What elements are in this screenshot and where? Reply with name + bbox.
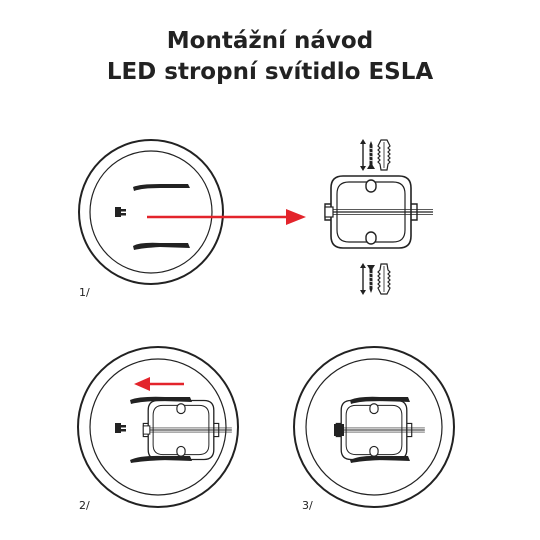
title-line-2: LED stropní svítidlo ESLA — [106, 59, 434, 85]
step-1-label: 1/ — [79, 286, 90, 299]
up-down-arrow-icon — [360, 263, 366, 295]
step-3-label: 3/ — [302, 499, 313, 512]
step1-top-screws — [360, 139, 391, 171]
step1-bottom-screws — [360, 263, 391, 295]
screw-icon — [366, 140, 376, 170]
step1-move-arrow — [147, 209, 306, 225]
step1-mounting-bracket — [324, 175, 434, 249]
wall-plug-icon — [377, 263, 391, 295]
step1-lamp-base — [78, 139, 224, 285]
step3-lamp-base — [293, 346, 455, 508]
up-down-arrow-icon — [360, 139, 366, 171]
step-2-label: 2/ — [79, 499, 90, 512]
step2-move-arrow — [134, 377, 184, 391]
title-line-1: Montážní návod — [166, 28, 374, 54]
step2-lamp-base — [77, 346, 239, 508]
wall-plug-icon — [377, 139, 391, 171]
screw-icon — [366, 264, 376, 294]
